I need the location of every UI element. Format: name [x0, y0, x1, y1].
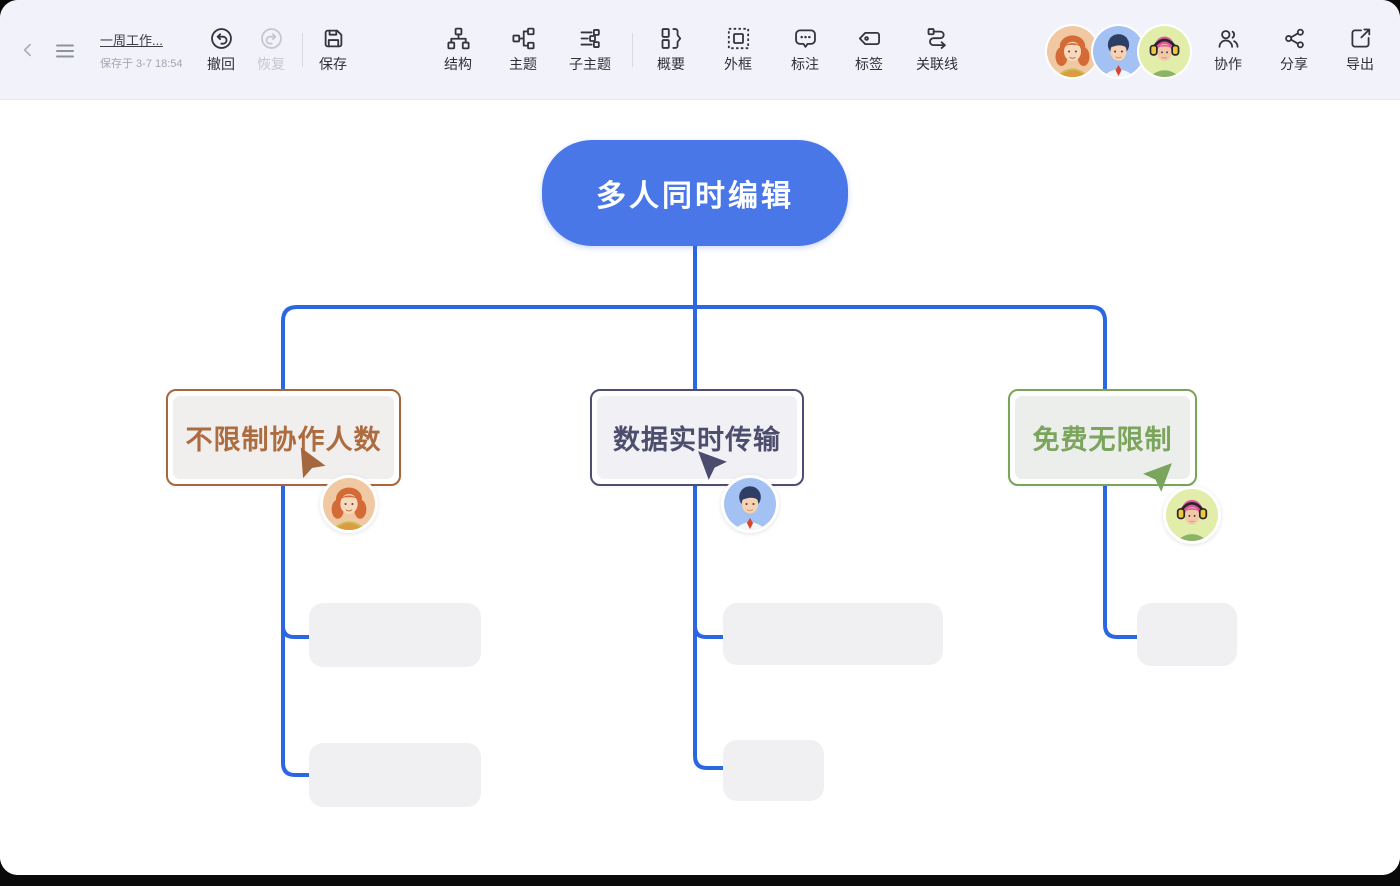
- root-node-label: 多人同时编辑: [596, 180, 794, 213]
- document-info[interactable]: 一周工作... 保存于 3-7 18:54: [100, 30, 183, 71]
- tool-structure[interactable]: 结构: [444, 25, 472, 71]
- back-button[interactable]: [18, 39, 38, 66]
- undo-label: 撤回: [207, 56, 235, 72]
- undo-button[interactable]: 撤回: [207, 25, 235, 71]
- share-button[interactable]: 分享: [1280, 25, 1308, 71]
- collaborator-avatar-2[interactable]: [1091, 24, 1146, 79]
- hamburger-icon: [56, 44, 74, 58]
- placeholder-node[interactable]: [723, 603, 943, 665]
- outline-icon: [661, 28, 681, 49]
- saved-status: 保存于 3-7 18:54: [100, 58, 183, 70]
- branch-node-1-label: 不限制协作人数: [173, 396, 394, 479]
- topic-icon: [511, 27, 535, 50]
- export-icon: [1351, 28, 1370, 48]
- export-label: 导出: [1346, 56, 1374, 72]
- branch-node-2[interactable]: 数据实时传输: [590, 389, 804, 486]
- presence-avatar-collaborator-3: [1163, 486, 1221, 544]
- tool-label: 结构: [444, 56, 472, 72]
- redo-button: 恢复: [257, 25, 285, 71]
- tool-frame[interactable]: 外框: [724, 25, 752, 71]
- placeholder-node[interactable]: [309, 743, 481, 807]
- presence-avatar-collaborator-1: [320, 475, 378, 533]
- structure-icon: [446, 27, 470, 50]
- toolbar-divider: [302, 33, 303, 67]
- share-icon: [1284, 28, 1304, 49]
- relation-line-icon: [927, 28, 946, 49]
- subtopic-icon: [580, 29, 600, 48]
- tool-label: 子主题: [569, 56, 611, 72]
- placeholder-node[interactable]: [1137, 603, 1237, 666]
- frame-icon: [727, 27, 749, 50]
- save-label: 保存: [319, 56, 347, 72]
- presence-avatar-collaborator-2: [721, 475, 779, 533]
- toolbar-divider: [632, 33, 633, 67]
- tool-callout[interactable]: 标注: [791, 25, 819, 71]
- root-node[interactable]: 多人同时编辑: [542, 140, 848, 246]
- menu-button[interactable]: [52, 39, 78, 68]
- placeholder-node[interactable]: [723, 740, 824, 801]
- branch-node-3[interactable]: 免费无限制: [1008, 389, 1197, 486]
- redo-label: 恢复: [257, 56, 285, 72]
- undo-icon: [210, 28, 232, 49]
- avatar-man-blue-hair: [724, 478, 776, 530]
- collaborate-icon: [1218, 30, 1238, 48]
- share-label: 分享: [1280, 56, 1308, 72]
- collaborator-avatars: [1045, 24, 1192, 79]
- collaborator-avatar-3[interactable]: [1137, 24, 1192, 79]
- avatar-person-headphones: [1139, 26, 1190, 77]
- save-button[interactable]: 保存: [319, 25, 347, 71]
- collaborate-label: 协作: [1214, 56, 1242, 72]
- collaborate-button[interactable]: 协作: [1214, 25, 1242, 71]
- tool-relation[interactable]: 关联线: [916, 25, 958, 71]
- remote-cursor-collaborator-3: [1141, 462, 1173, 494]
- tool-subtopic[interactable]: 子主题: [569, 25, 611, 71]
- callout-icon: [794, 29, 816, 48]
- avatar-woman-orange-hair: [323, 478, 375, 530]
- tool-outline[interactable]: 概要: [657, 25, 685, 71]
- tool-label: 标注: [791, 56, 819, 72]
- mindmap-canvas[interactable]: 多人同时编辑 不限制协作人数 数据实时传输 免费无限制: [0, 100, 1400, 875]
- branch-connectors: [281, 244, 1141, 777]
- document-title[interactable]: 一周工作...: [100, 33, 163, 48]
- branch-node-3-label: 免费无限制: [1015, 396, 1190, 479]
- branch-node-1[interactable]: 不限制协作人数: [166, 389, 401, 486]
- toolbar: 一周工作... 保存于 3-7 18:54 撤回 恢复: [0, 0, 1400, 100]
- branch-node-2-label: 数据实时传输: [597, 396, 797, 479]
- tool-tag[interactable]: 标签: [855, 25, 883, 71]
- tool-label: 标签: [855, 56, 883, 72]
- tool-label: 主题: [509, 56, 537, 72]
- redo-icon: [260, 28, 282, 49]
- chevron-left-icon: [23, 43, 31, 57]
- tool-label: 关联线: [916, 56, 958, 72]
- tag-icon: [858, 31, 880, 46]
- remote-cursor-collaborator-2: [697, 450, 729, 482]
- tool-label: 外框: [724, 56, 752, 72]
- export-button[interactable]: 导出: [1346, 25, 1374, 71]
- save-icon: [324, 29, 342, 48]
- placeholder-node[interactable]: [309, 603, 481, 667]
- tool-label: 概要: [657, 56, 685, 72]
- avatar-person-headphones: [1166, 489, 1218, 541]
- tool-topic[interactable]: 主题: [509, 25, 537, 71]
